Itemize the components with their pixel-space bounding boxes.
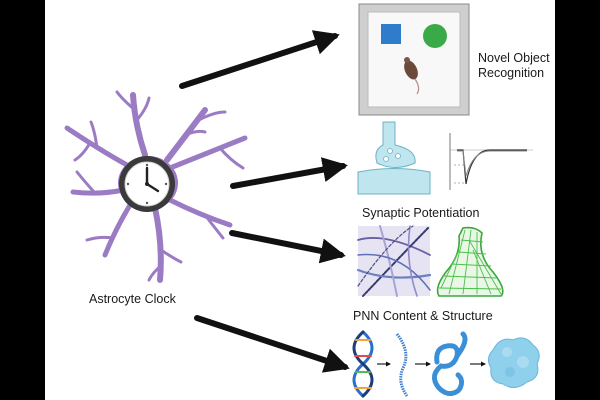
coil-icon <box>432 331 468 396</box>
net-icon <box>436 226 504 297</box>
square-object-icon <box>381 24 401 44</box>
matrix-icon <box>356 225 432 297</box>
arrow-nor <box>179 30 340 89</box>
astrocyte-icon <box>64 90 248 283</box>
arrow-pnn <box>229 230 346 264</box>
dna-icon <box>352 330 374 398</box>
astrocyte-clock-label: Astrocyte Clock <box>89 292 176 306</box>
synapse-icon <box>357 121 431 195</box>
protein-icon <box>487 337 540 388</box>
arrow-dna <box>194 315 350 373</box>
clock-icon <box>119 156 175 212</box>
trace-icon <box>449 133 533 190</box>
mouse-icon <box>404 57 420 95</box>
arrow-synaptic <box>230 157 348 189</box>
arrows <box>179 30 350 373</box>
arena-icon <box>358 3 470 116</box>
strand-icon <box>395 333 409 397</box>
circle-object-icon <box>423 24 447 48</box>
nor-label-line2: Recognition <box>478 66 545 80</box>
diagram-svg <box>64 3 540 398</box>
pnn-label: PNN Content & Structure <box>353 309 493 323</box>
figure-canvas: Astrocyte Clock Novel Object Recognition… <box>45 0 555 400</box>
nor-label-line1: Novel Object <box>478 51 550 65</box>
synaptic-potentiation-label: Synaptic Potentiation <box>362 206 480 220</box>
